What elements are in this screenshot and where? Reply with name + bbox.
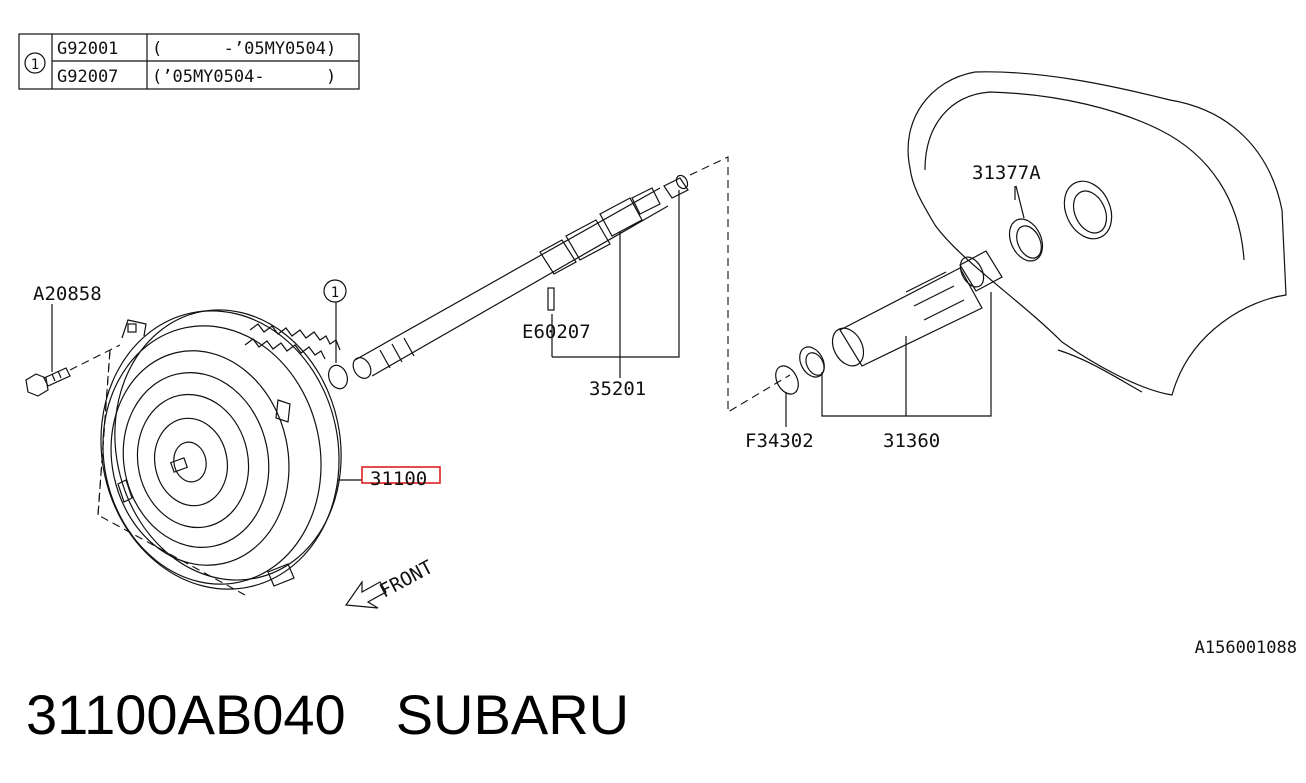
brand-name: SUBARU: [395, 683, 630, 746]
callout-bolt: A20858: [33, 283, 102, 305]
callout-plug: F34302: [745, 430, 814, 452]
diagram-id: A156001088: [1195, 638, 1297, 658]
legend-ref-circle: [24, 52, 46, 74]
callout-shaft: 35201: [589, 378, 646, 400]
legend-ref-number: 1: [31, 57, 39, 73]
sleeve-drawing: [775, 250, 1003, 395]
legend-table: 1 G92001 ( -’05MY0504) G92007 (’05MY0504…: [18, 33, 360, 90]
legend-part-2: G92007: [57, 67, 118, 87]
callout-converter: 31100: [370, 468, 427, 490]
bolt-drawing: [25, 344, 121, 397]
transmission-case-drawing: [907, 71, 1287, 396]
callout-sleeve: 31360: [883, 430, 940, 452]
o-ring-drawing: [323, 279, 349, 390]
shaft-drawing: [352, 156, 791, 413]
part-caption: 31100AB040 SUBARU: [26, 682, 629, 747]
leader-lines: [51, 186, 1016, 481]
front-arrow-icon: [344, 580, 387, 609]
legend-range-2: (’05MY0504- ): [152, 67, 336, 87]
torque-converter-drawing: [25, 309, 342, 596]
front-label: FRONT: [376, 556, 437, 602]
callout-seal: 31377A: [972, 162, 1041, 184]
ref-circle-number: 1: [331, 285, 339, 301]
callout-pin: E60207: [522, 321, 591, 343]
legend-part-1: G92001: [57, 39, 118, 59]
highlight-box: [361, 466, 441, 484]
ref-circle: [323, 279, 347, 303]
legend-range-1: ( -’05MY0504): [152, 39, 336, 59]
part-number: 31100AB040: [26, 683, 346, 746]
